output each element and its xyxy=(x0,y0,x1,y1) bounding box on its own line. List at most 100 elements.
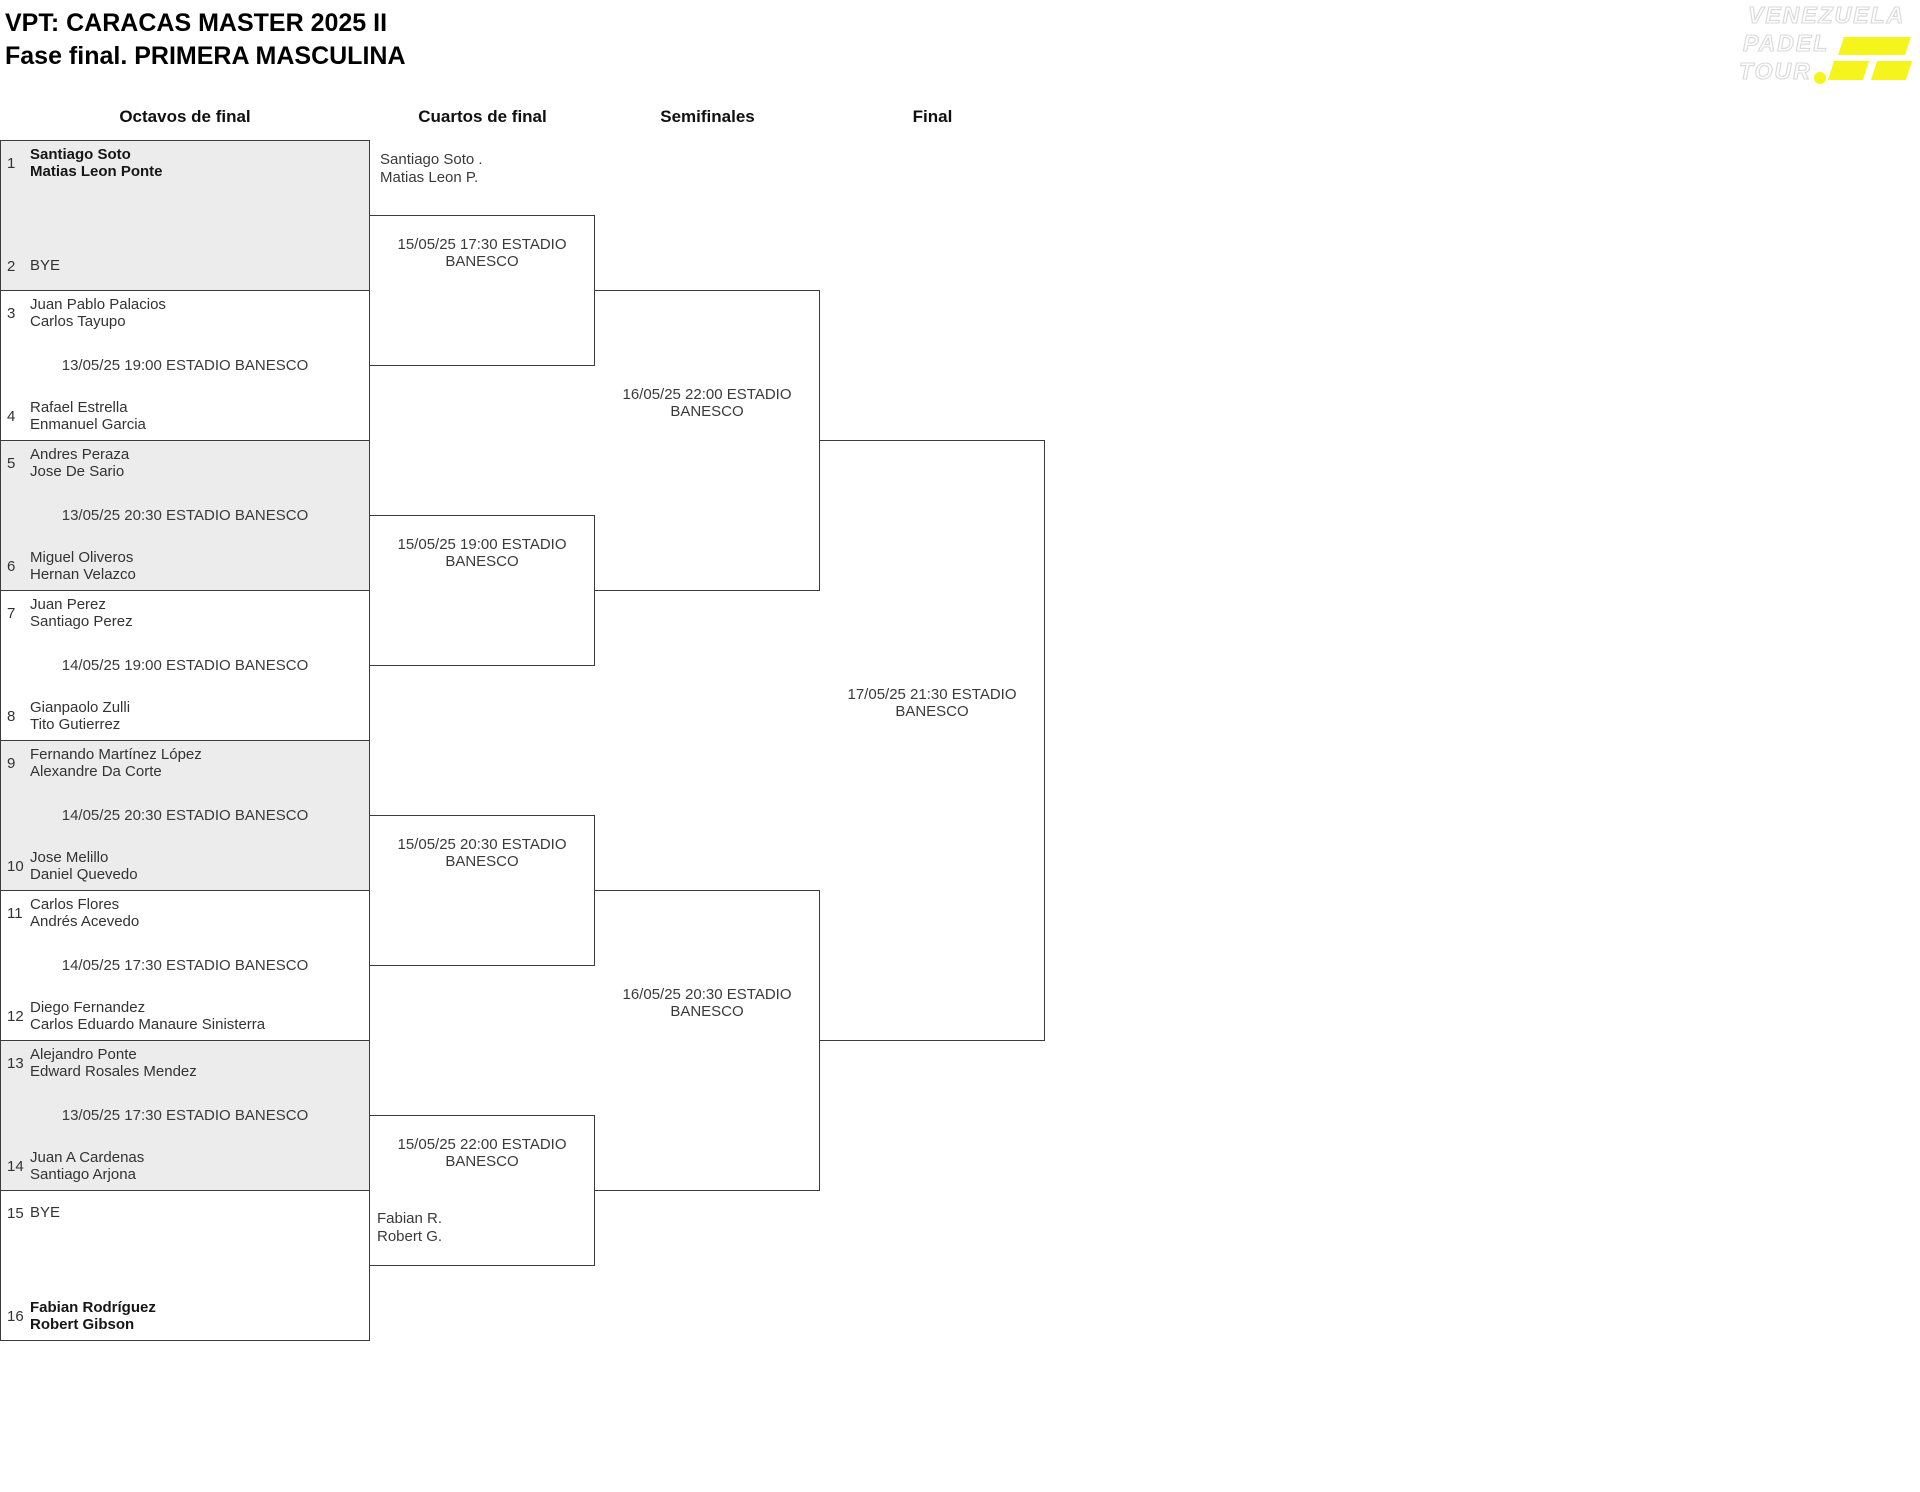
player-name: Diego Fernandez xyxy=(30,999,146,1016)
logo-word-tour: TOUR xyxy=(1738,57,1812,84)
logo-parallelogram-right xyxy=(1870,61,1913,80)
seed-number: 12 xyxy=(7,1008,24,1025)
player-name: Fernando Martínez López xyxy=(30,746,202,763)
match-schedule: 15/05/25 17:30 ESTADIO BANESCO xyxy=(397,236,567,270)
seed-number: 14 xyxy=(7,1158,24,1175)
player-name: Santiago Arjona xyxy=(30,1165,136,1183)
player-name: BYE xyxy=(30,1204,61,1222)
seed-number: 2 xyxy=(7,258,16,275)
column-header-octavos: Octavos de final xyxy=(119,107,251,126)
seed-number: 9 xyxy=(7,755,16,772)
match-schedule: 15/05/25 19:00 ESTADIO BANESCO xyxy=(397,536,567,570)
player-name: Carlos Tayupo xyxy=(30,312,126,330)
logo-parallelogram-left xyxy=(1827,61,1870,80)
advancing-team-line: Robert G. xyxy=(377,1228,443,1245)
match-schedule: 16/05/25 20:30 ESTADIO BANESCO xyxy=(622,986,792,1020)
player-name: Jose De Sario xyxy=(30,462,125,480)
player-name: Alexandre Da Corte xyxy=(30,762,162,780)
seed-number: 3 xyxy=(7,305,16,322)
seed-number: 10 xyxy=(7,858,24,875)
advancing-team-line: Santiago Soto . xyxy=(380,151,483,168)
column-header-cuartos: Cuartos de final xyxy=(418,107,547,126)
seed-number: 4 xyxy=(7,408,16,425)
team-slot-top: 15 BYE xyxy=(7,1196,365,1231)
column-header-semifinales: Semifinales xyxy=(660,107,755,126)
player-name: Hernan Velazco xyxy=(30,565,136,583)
player-name: Carlos Flores xyxy=(30,896,120,913)
seed-number: 13 xyxy=(7,1055,24,1072)
match-schedule: 17/05/25 21:30 ESTADIO BANESCO xyxy=(847,686,1017,720)
player-name: Santiago Perez xyxy=(30,612,133,630)
match-schedule: 15/05/25 20:30 ESTADIO BANESCO xyxy=(397,836,567,870)
logo-word-padel: PADEL xyxy=(1742,29,1830,56)
player-name: Gianpaolo Zulli xyxy=(30,699,131,716)
seed-number: 16 xyxy=(7,1308,24,1325)
seed-number: 1 xyxy=(7,155,16,172)
seed-number: 6 xyxy=(7,558,16,575)
seed-number: 15 xyxy=(7,1205,24,1222)
cuartos-match-3: 15/05/25 20:30 ESTADIO BANESCO xyxy=(369,815,595,966)
match-schedule: 14/05/25 17:30 ESTADIO BANESCO xyxy=(61,957,309,974)
seed-number: 5 xyxy=(7,455,16,472)
seed-number: 7 xyxy=(7,605,16,622)
team-names: BYE xyxy=(30,258,60,275)
vpt-logo: VENEZUELA PADEL TOUR xyxy=(1738,1,1920,94)
player-name: Juan A Cardenas xyxy=(30,1149,145,1166)
player-name: Fabian Rodríguez xyxy=(30,1299,156,1316)
player-name: Carlos Eduardo Manaure Sinisterra xyxy=(30,1015,266,1033)
player-name: Edward Rosales Mendez xyxy=(30,1062,197,1080)
player-name: Andrés Acevedo xyxy=(30,912,140,930)
match-schedule: 13/05/25 17:30 ESTADIO BANESCO xyxy=(61,1107,309,1124)
phase-subtitle: Fase final. PRIMERA MASCULINA xyxy=(5,42,406,70)
match-schedule: 15/05/25 22:00 ESTADIO BANESCO xyxy=(397,1136,567,1170)
advancing-team-label: Santiago Soto .Matias Leon P. xyxy=(380,151,483,187)
player-name: Matias Leon Ponte xyxy=(30,162,163,180)
player-name: Andres Peraza xyxy=(30,446,130,463)
advancing-team-line: Matias Leon P. xyxy=(380,169,479,186)
player-name: Enmanuel Garcia xyxy=(30,415,146,433)
cuartos-match-4: 15/05/25 22:00 ESTADIO BANESCO xyxy=(369,1115,595,1266)
column-header-final: Final xyxy=(912,107,953,126)
player-name: Santiago Soto xyxy=(30,146,131,163)
semifinal-match-2: 16/05/25 20:30 ESTADIO BANESCO xyxy=(595,890,820,1191)
player-name: Rafael Estrella xyxy=(30,399,128,416)
player-name: Tito Gutierrez xyxy=(30,715,121,733)
player-name: Juan Pablo Palacios xyxy=(30,296,166,313)
player-name: Miguel Oliveros xyxy=(30,549,134,566)
cuartos-match-1: 15/05/25 17:30 ESTADIO BANESCO xyxy=(369,215,595,366)
cuartos-match-2: 15/05/25 19:00 ESTADIO BANESCO xyxy=(369,515,595,666)
match-schedule: 14/05/25 19:00 ESTADIO BANESCO xyxy=(61,657,309,674)
semifinal-match-1: 16/05/25 22:00 ESTADIO BANESCO xyxy=(595,290,820,591)
tournament-title: VPT: CARACAS MASTER 2025 II xyxy=(5,9,388,37)
player-name: Daniel Quevedo xyxy=(30,865,138,883)
